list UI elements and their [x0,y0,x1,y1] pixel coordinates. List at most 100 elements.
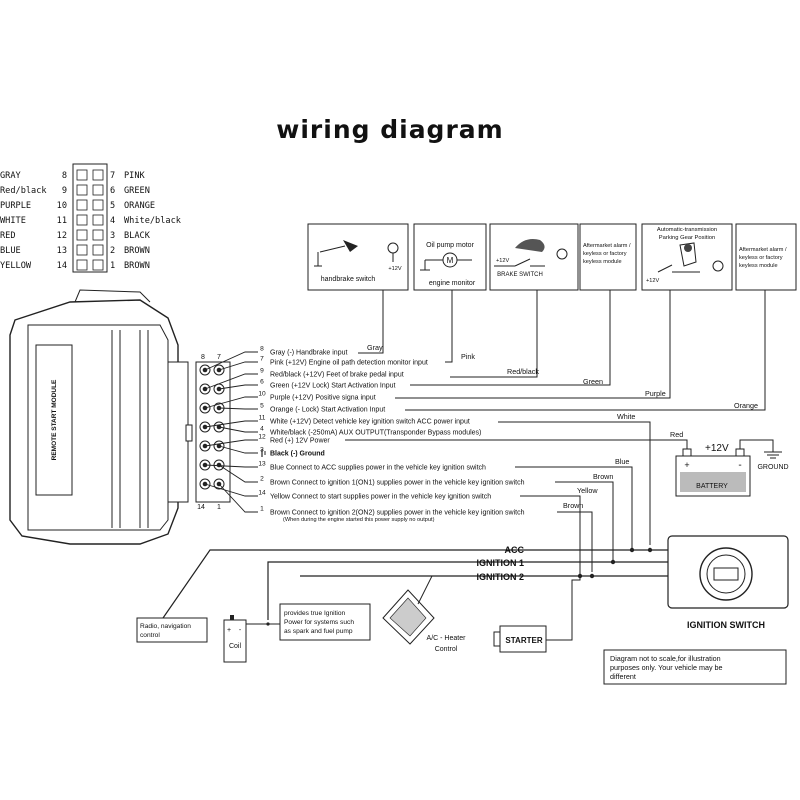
pin-wire [218,464,258,483]
pin-description: Blue Connect to ACC supplies power in th… [270,465,486,472]
disclaimer-line-0: Diagram not to scale,for illustration [610,654,721,663]
lower-wires [515,466,633,641]
ignition-switch: IGNITION SWITCH [667,535,789,630]
parking-title-1: Parking Gear Position [659,235,715,241]
pin-wire [218,361,258,371]
remote-start-module: REMOTE START MODULE 8 7 14 1 [9,289,231,545]
pin-number: 4 [260,426,264,433]
wire-label-pink: Pink [461,352,475,361]
starter-label: STARTER [505,636,542,645]
ac-heater-control: A/C - Heater Control [382,575,467,653]
pin-description: Black (-) Ground [270,451,325,458]
pin-wire [218,407,258,410]
battery-volt: +12V [705,443,729,454]
pin-wire [204,351,258,371]
pin-number: 6 [260,379,264,386]
legend-right-pin: 2 [110,246,115,256]
pin-description: Orange (- Lock) Start Activation Input [270,407,385,414]
oil-title: Oil pump motor [426,242,475,249]
oil-pump-box: Oil pump motor M engine monitor [413,223,487,291]
legend-right-color: ORANGE [124,201,155,211]
pin-description: Red (+) 12V Power [270,438,330,445]
legend-cell [92,169,104,181]
connector-num-7: 7 [217,354,221,361]
pin-wire [218,384,258,390]
legend-right-color: BROWN [124,246,150,256]
legend-cell [92,259,104,271]
pin-wire [204,464,258,468]
aftermarket-alarm-box-2: Aftermarket alarm / keyless or factory k… [735,223,797,291]
alarm2-line-2: keyless module [739,263,778,269]
radio-line-1: control [140,632,160,639]
disclaimer-box: Diagram not to scale,for illustration pu… [603,649,787,685]
pin-wire-fan [204,351,258,513]
parking-gear-box: Automatic-transmission Parking Gear Posi… [641,223,733,291]
ac-heater-line-0: A/C - Heater [427,635,467,642]
pin-wire [204,420,258,428]
legend-left-pin: 11 [57,216,67,226]
alarm2-line-1: keyless or factory [739,255,783,261]
handbrake-label: handbrake switch [321,276,376,283]
wire-label-green: Green [583,377,603,386]
battery-plus: + [684,460,689,470]
wire-label-red: Red [670,430,683,439]
legend-left-pin: 10 [57,201,67,211]
connector-num-1: 1 [217,504,221,511]
connector-num-14: 14 [197,504,205,511]
radio-navigation-box: Radio, navigation control [136,617,208,643]
pin-wire [204,396,258,409]
starter: STARTER [493,625,547,653]
wire-label-brown-1: Brown [593,472,613,481]
wire-label-red-black: Red/black [507,367,539,376]
page-title: wiring diagram [276,115,503,144]
oil-label: engine monitor [429,280,476,287]
pin-number: 5 [260,403,264,410]
alarm2-line-0: Aftermarket alarm / [739,247,787,253]
pin1-note: (When during the engine started this pow… [283,517,435,523]
legend-cell [92,214,104,226]
pin-description: Red/black (+12V) Feet of brake pedal inp… [270,372,404,379]
ignition-note-line-1: Power for systems such [284,619,354,626]
pin-wire [218,483,258,513]
alarm1-line-0: Aftermarket alarm / [583,243,631,249]
brake-label: BRAKE SWITCH [497,272,543,278]
legend-right-color: White/black [124,216,182,226]
legend-right-pin: 7 [110,171,115,181]
pin-description: White (+12V) Detect vehicle key ignition… [270,419,470,426]
pin-description: Yellow Connect to start supplies power i… [270,494,491,501]
coil-minus: - [239,627,242,634]
pin-number: 13 [258,461,266,468]
battery-minus: - [738,460,741,471]
wire-label-brown-2: Brown [563,501,583,510]
legend-left-color: PURPLE [0,201,31,211]
pin-description: Brown Connect to ignition 1(ON1) supplie… [270,480,525,487]
ignition-note-line-0: provides true Ignition [284,610,346,617]
legend-cell [92,184,104,196]
legend-right-color: BLACK [124,231,151,241]
legend-left-pin: 8 [62,171,67,181]
legend-cell [76,184,88,196]
legend-left-pin: 13 [57,246,67,256]
handbrake-switch-box: +12V handbrake switch [307,223,409,291]
pin-description: Gray (-) Handbrake input [270,350,347,357]
pin-number: 14 [258,490,266,497]
ignition-note-line-2: as spark and fuel pump [284,628,353,635]
legend-cell [92,244,104,256]
alarm1-line-1: keyless or factory [583,251,627,257]
legend-cell [76,199,88,211]
disclaimer-line-1: purposes only. Your vehicle may be [610,663,723,672]
handbrake-volt: +12V [388,266,401,272]
bus-lines [162,549,700,620]
legend-right-color: PINK [124,171,146,181]
legend-cell [92,199,104,211]
bus-junctions [577,547,653,579]
pin-wire [204,439,258,447]
battery-label: BATTERY [696,483,728,490]
radio-line-0: Radio, navigation [140,623,191,630]
brake-switch-box: +12V BRAKE SWITCH [489,223,579,291]
legend-left-pin: 14 [57,261,67,271]
aftermarket-alarm-box-1: Aftermarket alarm / keyless or factory k… [579,223,637,291]
